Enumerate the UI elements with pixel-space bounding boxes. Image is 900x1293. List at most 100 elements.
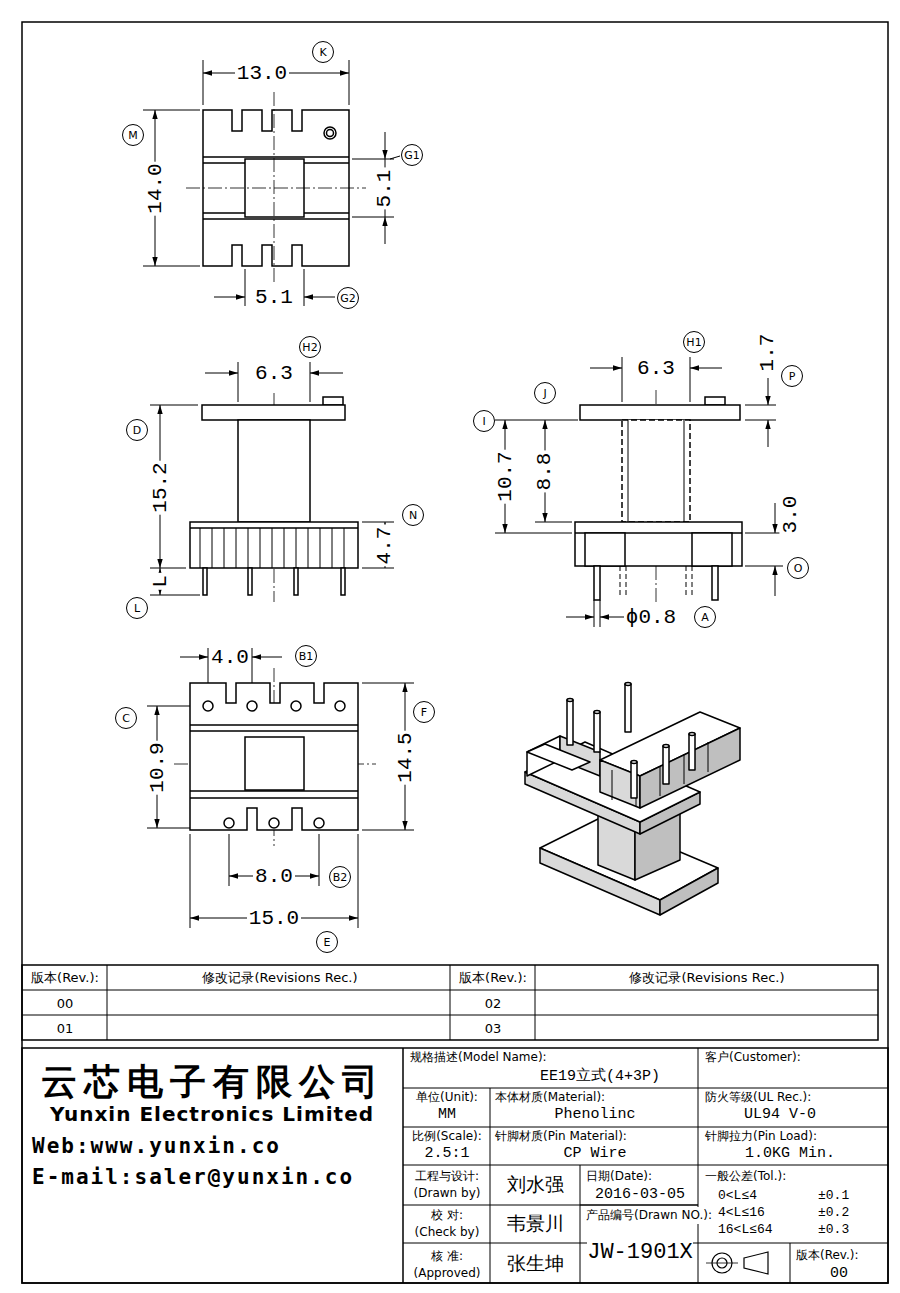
signature-name: 韦景川: [507, 1211, 564, 1237]
revision-table-part: [22, 965, 878, 1040]
tolerance-value: ±0.3: [818, 1222, 849, 1237]
table-cell: 00: [57, 996, 74, 1011]
field-label: 一般公差(Tol.):: [705, 1168, 786, 1185]
field-value: 2.5:1: [424, 1145, 469, 1162]
front-view-part: [248, 568, 252, 595]
dimension-lines-part: [566, 617, 594, 618]
dimension-lines-part: [214, 297, 245, 298]
sheet-frame: [22, 22, 888, 1283]
side-view-part: [594, 566, 600, 600]
dimension-lines-part: [775, 503, 776, 533]
isometric-view-part-part: [689, 734, 695, 770]
dimension-lines-part: [768, 378, 769, 405]
dimension-value: 8.0: [253, 865, 295, 888]
signature-name: 刘水强: [507, 1172, 564, 1198]
field-value: 1.0KG Min.: [745, 1145, 835, 1162]
isometric-view-part-part: [631, 762, 637, 798]
dimension-value: 6.3: [253, 362, 295, 385]
center-line-part: [186, 92, 366, 284]
dimension-lines-part: [600, 617, 626, 618]
isometric-view-part: [567, 683, 695, 799]
front-view-part: [238, 420, 310, 522]
field-value: UL94 V-0: [744, 1106, 816, 1123]
dimension-value: 14.0: [143, 161, 166, 215]
isometric-view-part: [600, 760, 640, 808]
front-view-part: [190, 527, 358, 529]
dimension-lines-part: [535, 522, 572, 523]
front-view-part: [294, 568, 298, 595]
isometric-view-part: [527, 744, 590, 770]
dimension-value: 14.5: [393, 730, 416, 784]
field-label: 本体材质(Material):: [495, 1089, 605, 1106]
bottom-view-part: [224, 818, 234, 828]
dimension-value: 15.0: [247, 907, 301, 930]
bottom-view-part: [245, 737, 304, 790]
isometric-view-part-part: [567, 700, 573, 745]
dimension-lines-part: [390, 156, 400, 159]
field-label: 规格描述(Model Name):: [410, 1049, 547, 1066]
sheet-frame-part: [22, 22, 888, 1283]
title-block: [22, 1048, 888, 1283]
field-label: 版本(Rev.):: [796, 1247, 859, 1264]
table-cell: 01: [57, 1021, 74, 1036]
isometric-view-part-part: [625, 684, 631, 732]
dimension-lines-part: [775, 566, 776, 596]
callout-letter: G2: [337, 287, 359, 309]
tolerance-value: ±0.1: [818, 1188, 849, 1203]
bottom-view-part: [269, 818, 279, 828]
dimension-lines-part: [143, 110, 200, 266]
callout-letter: P: [781, 365, 803, 387]
dimension-lines-part: [594, 600, 600, 627]
front-view-part: [323, 397, 343, 405]
table-cell: 版本(Rev.):: [31, 969, 99, 987]
drawing-number: JW-1901X: [587, 1240, 693, 1265]
callout-letter: M: [122, 124, 144, 146]
dimension-lines: [143, 60, 783, 928]
callout-letter: B1: [295, 645, 317, 667]
dimension-value: 13.0: [235, 62, 289, 85]
title-block-part: [403, 1048, 888, 1283]
dimension-value: 5.1: [374, 167, 397, 209]
dimension-value: 10.9: [145, 740, 168, 794]
revision-table-part: [22, 965, 878, 1040]
title-block-part: [22, 1048, 888, 1283]
side-view-part: [712, 566, 718, 600]
field-label: 客户(Customer):: [705, 1049, 801, 1066]
callout-letter: H2: [299, 336, 321, 358]
field-value: 2016-03-05: [595, 1186, 685, 1203]
callout-letter: D: [126, 419, 148, 441]
dimension-value: 1.7: [757, 331, 780, 373]
contact-line: Web:www.yunxin.co: [32, 1134, 281, 1158]
bottom-view-part: [335, 701, 345, 711]
callout-letter: E: [316, 931, 338, 953]
table-cell: 修改记录(Revisions Rec.): [202, 969, 357, 987]
callout-letter: H1: [683, 331, 705, 353]
callout-letter: J: [534, 382, 556, 404]
callout-letter: L: [126, 597, 148, 619]
field-value: EE19立式(4+3P): [540, 1066, 660, 1085]
front-view-part: [203, 568, 207, 595]
dimension-lines-part: [745, 533, 783, 566]
dimension-value: 4.7: [374, 524, 397, 566]
field-label: 防火等级(UL Rec.):: [705, 1089, 811, 1106]
field-label: (Check by): [415, 1225, 480, 1239]
field-value: Phenolinc: [554, 1106, 635, 1123]
dimension-value: ϕ0.8: [624, 606, 678, 629]
callout-letter: B2: [329, 866, 351, 888]
dimension-lines-part: [385, 132, 386, 159]
dimension-value: 4.0: [209, 646, 251, 669]
callout-letter: O: [787, 557, 809, 579]
side-view-part: [692, 533, 732, 566]
bottom-view-part: [247, 701, 257, 711]
dimension-lines-part: [622, 357, 690, 402]
dimension-lines-part: [304, 297, 335, 298]
dimension-lines-part: [385, 217, 386, 244]
field-label: (Drawn by): [414, 1186, 481, 1200]
isometric-view-part-part: [594, 712, 600, 752]
table-cell: 版本(Rev.):: [459, 969, 527, 987]
field-label: 校 对:: [431, 1207, 463, 1224]
isometric-view-part: [640, 728, 740, 808]
bottom-view-part: [291, 701, 301, 711]
company-name-en: Yunxin Electronics Limited: [50, 1102, 374, 1126]
